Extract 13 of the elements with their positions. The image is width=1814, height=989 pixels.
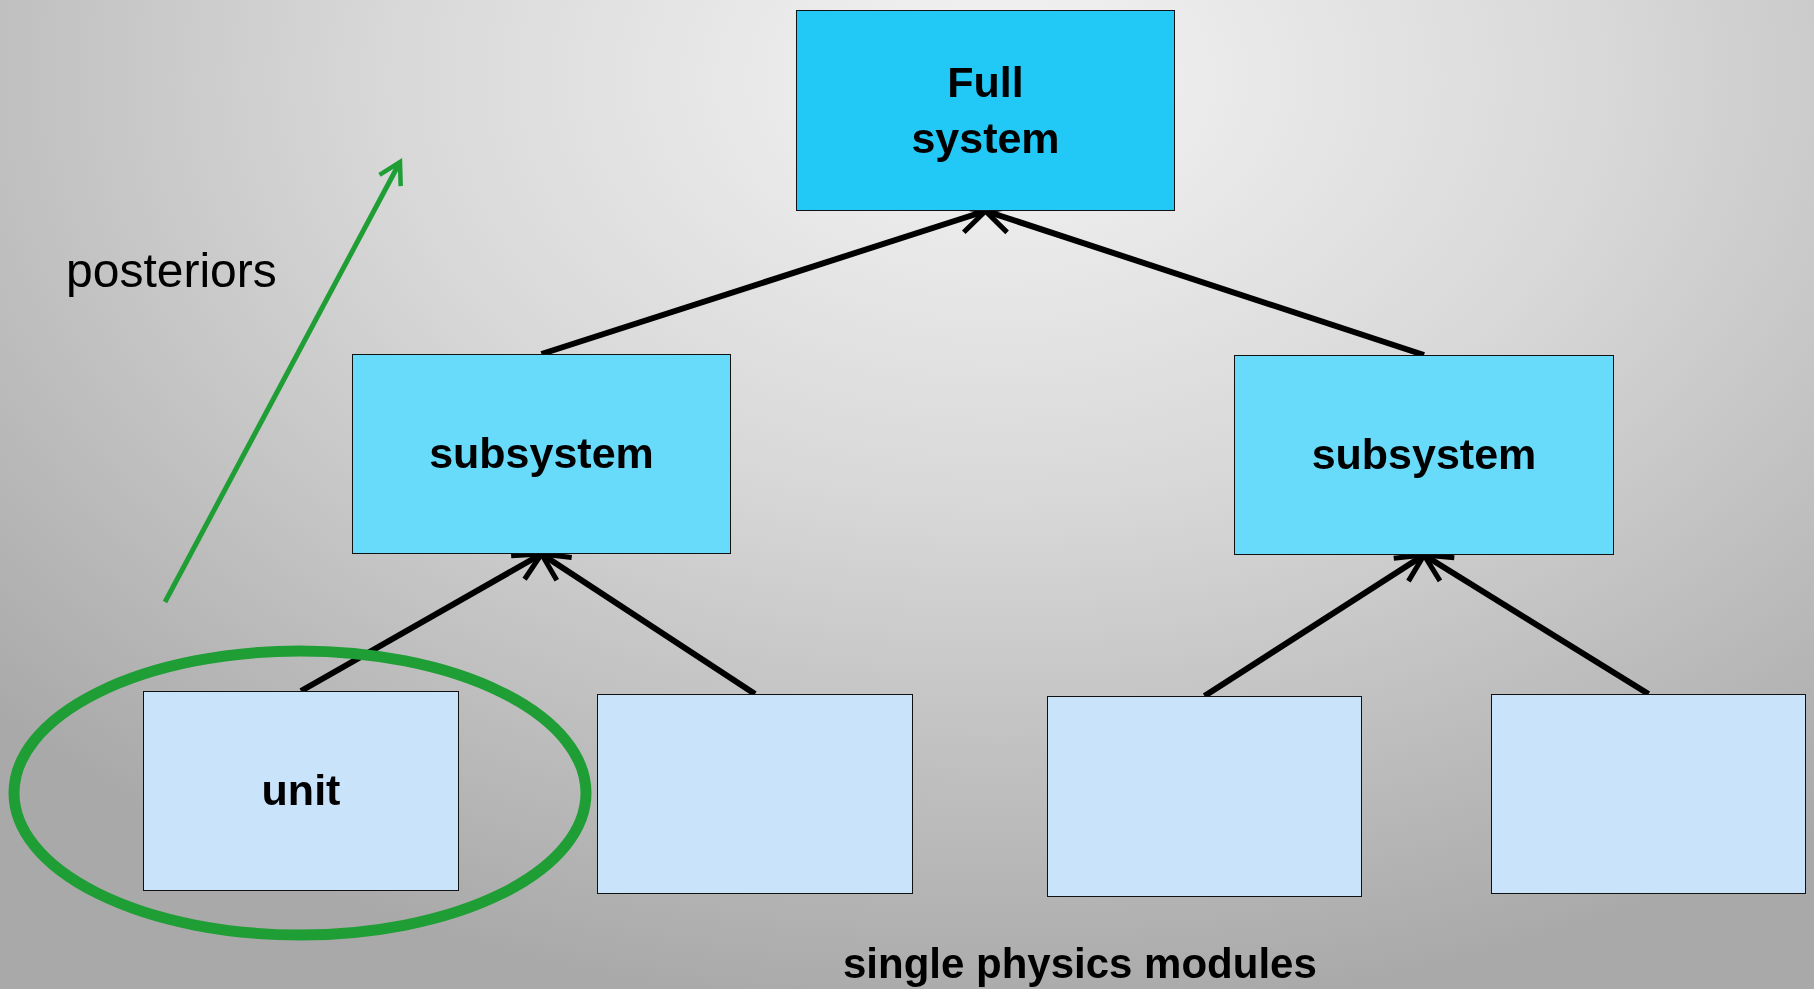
empty-box: [597, 694, 913, 894]
box-label: subsystem: [429, 428, 654, 480]
box-label: subsystem: [1311, 429, 1537, 481]
process-box: [1234, 355, 1614, 555]
box-label: Full system: [910, 56, 1061, 164]
caption-text: single physics modules: [843, 940, 1317, 988]
process-box: [352, 354, 731, 554]
box-label: unit: [261, 765, 341, 817]
empty-box: [1047, 696, 1362, 897]
process-box: [143, 691, 459, 891]
empty-box: [1491, 694, 1806, 894]
process-box: [796, 10, 1175, 211]
annotation-text: posteriors: [66, 243, 277, 298]
